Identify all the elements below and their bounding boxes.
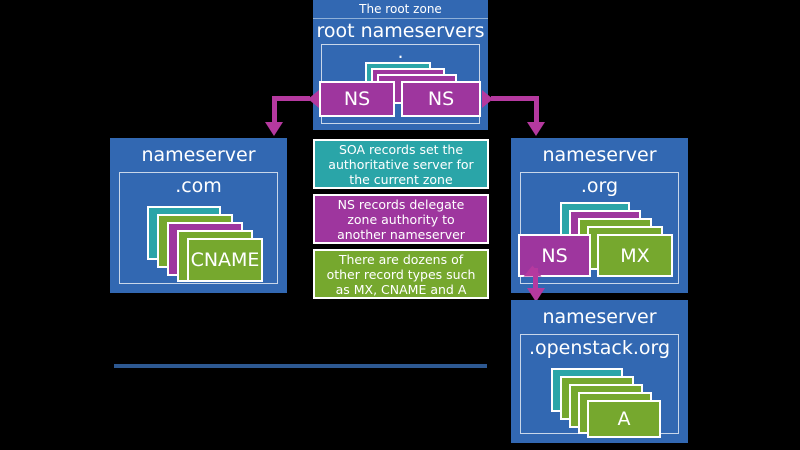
arrow-root-to-com-head [265,122,283,136]
record-card-ns: NS [518,234,591,277]
record-card-cname: CNAME [187,238,263,282]
record-card-a: A [587,400,661,438]
arrow-root-to-com-horizontal [272,96,310,101]
arrow-root-to-com-vertical [272,96,277,124]
arrow-root-to-org-vertical [534,96,539,124]
legend-other: There are dozens of other record types s… [313,249,489,299]
legend-soa: SOA records set the authoritative server… [313,139,489,189]
openstack-zone-label: .openstack.org [528,337,671,359]
arrow-root-to-org-tail [482,90,493,108]
org-zone-label: .org [580,175,619,197]
com-zone-box: nameserver .com CNAME [110,138,287,293]
record-card-ns-right: NS [401,81,481,117]
org-zone-inner: .org [520,172,679,284]
com-zone-label: .com [175,175,222,197]
arrow-org-to-openstack-head [527,288,545,302]
record-card-ns-left: NS [319,81,395,117]
root-zone-heading: root nameservers [316,20,485,42]
org-zone-box: nameserver .org NS MX [511,138,688,293]
org-zone-heading: nameserver [542,144,657,166]
root-zone-box: The root zone root nameservers . NS NS [313,0,488,130]
legend-ns: NS records delegate zone authority to an… [313,194,489,244]
openstack-zone-box: nameserver .openstack.org A [511,300,688,443]
com-zone-inner: .com [119,172,278,284]
arrow-root-to-org-horizontal [491,96,539,101]
arrow-root-to-org-head [527,122,545,136]
root-zone-label: . [397,41,404,63]
bottom-divider [114,364,487,368]
root-zone-separator [313,18,488,19]
openstack-zone-heading: nameserver [542,306,657,328]
record-card-mx: MX [597,234,673,277]
arrow-root-to-com-tail [308,90,319,108]
com-zone-heading: nameserver [141,144,256,166]
arrow-org-to-openstack-vertical [533,268,538,292]
root-zone-caption: The root zone [359,2,442,16]
